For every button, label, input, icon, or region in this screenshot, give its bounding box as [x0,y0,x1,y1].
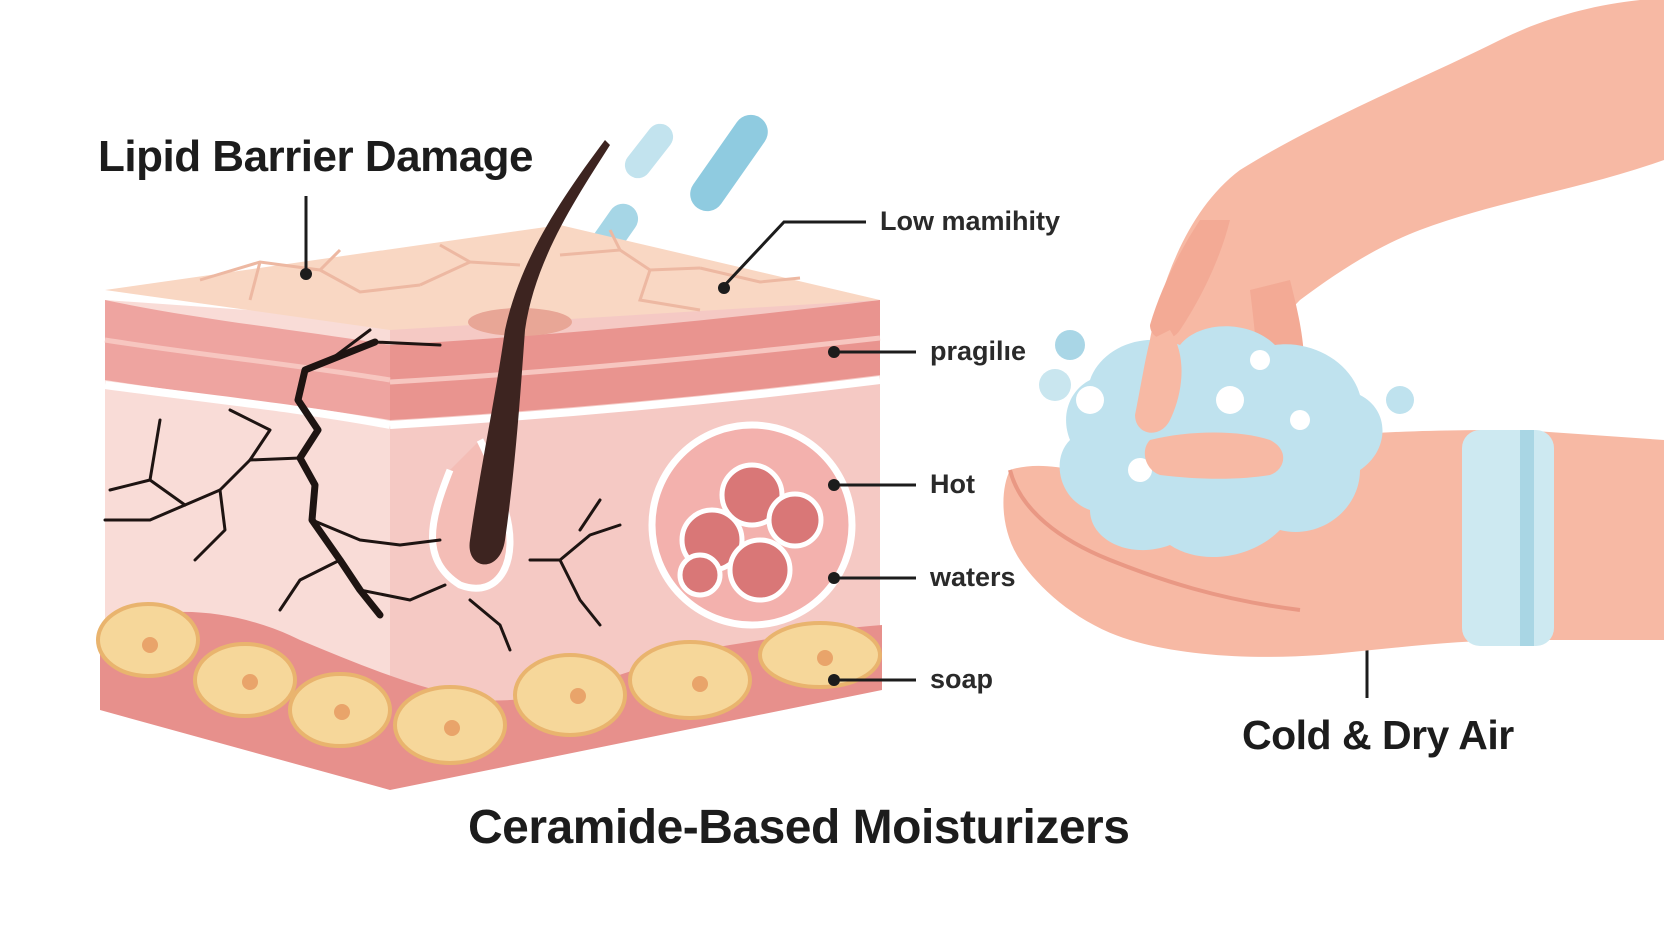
hands-illustration [1003,0,1664,657]
lipid-barrier-damage-title: Lipid Barrier Damage [98,132,534,181]
waters-label: waters [930,562,1016,592]
ceramide-moisturizers-title: Ceramide-Based Moisturizers [468,801,1130,854]
gland-cells [677,462,824,603]
skin-cross-section [96,140,882,790]
callout-lines [304,196,1369,698]
fragile-label: pragilıe [930,336,1027,366]
cold-dry-air-title: Cold & Dry Air [1242,712,1514,758]
cracks [103,328,622,652]
low-humidity-label: Low mamihity [880,206,1061,236]
callout-dots [300,268,1373,686]
hot-label: Hot [930,469,975,499]
soap-label: soap [930,664,994,694]
